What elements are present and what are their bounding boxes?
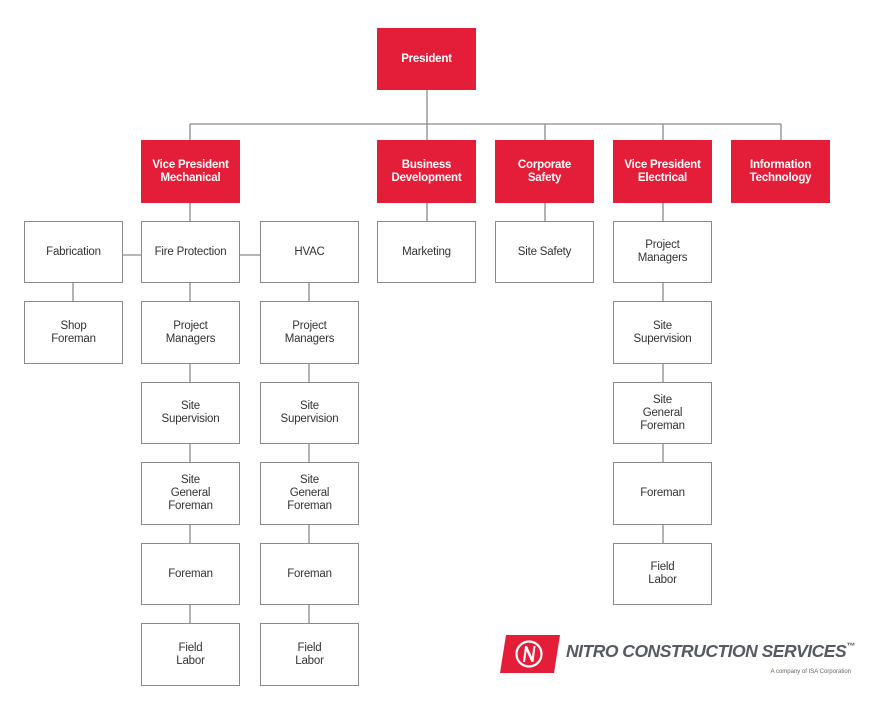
node-hvac-project-managers: Project Managers [260, 301, 359, 364]
node-business-development: Business Development [377, 140, 476, 203]
company-name: NITRO CONSTRUCTION SERVICES™ [566, 641, 855, 661]
node-hvac-foreman: Foreman [260, 543, 359, 605]
node-vp-electrical: Vice President Electrical [613, 140, 712, 203]
node-corporate-safety: Corporate Safety [495, 140, 594, 203]
node-hvac-field-labor: Field Labor [260, 623, 359, 686]
company-tagline: A company of ISA Corporation [770, 669, 851, 675]
node-fire-protection-site-supervision: Site Supervision [141, 382, 240, 444]
node-electrical-field-labor: Field Labor [613, 543, 712, 605]
node-hvac-site-general-foreman: Site General Foreman [260, 462, 359, 525]
node-marketing: Marketing [377, 221, 476, 283]
node-fire-protection: Fire Protection [141, 221, 240, 283]
node-information-technology: Information Technology [731, 140, 830, 203]
node-shop-foreman: Shop Foreman [24, 301, 123, 364]
node-hvac: HVAC [260, 221, 359, 283]
node-vp-mechanical: Vice President Mechanical [141, 140, 240, 203]
node-fire-protection-field-labor: Field Labor [141, 623, 240, 686]
node-fabrication: Fabrication [24, 221, 123, 283]
node-hvac-site-supervision: Site Supervision [260, 382, 359, 444]
node-president: President [377, 28, 476, 90]
node-electrical-site-general-foreman: Site General Foreman [613, 382, 712, 444]
nitro-n-icon [500, 635, 560, 673]
node-electrical-foreman: Foreman [613, 462, 712, 525]
node-site-safety: Site Safety [495, 221, 594, 283]
node-fire-protection-foreman: Foreman [141, 543, 240, 605]
node-electrical-site-supervision: Site Supervision [613, 301, 712, 364]
node-fire-protection-site-general-foreman: Site General Foreman [141, 462, 240, 525]
company-logo: NITRO CONSTRUCTION SERVICES™ A company o… [496, 631, 861, 683]
node-fire-protection-project-managers: Project Managers [141, 301, 240, 364]
node-electrical-project-managers: Project Managers [613, 221, 712, 283]
